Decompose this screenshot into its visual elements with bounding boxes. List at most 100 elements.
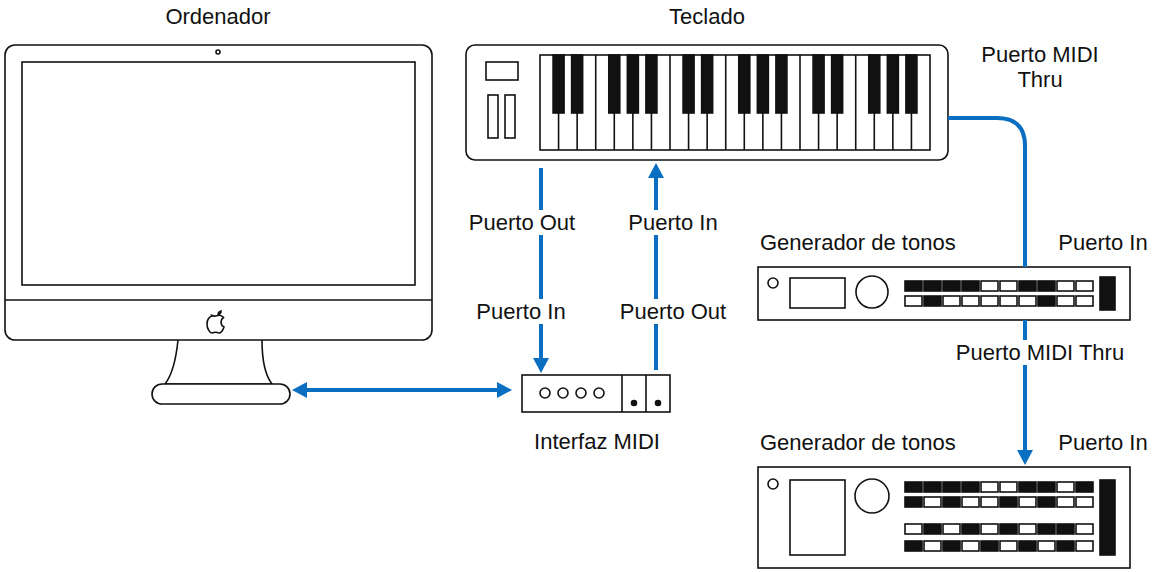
keyboard-wheel	[488, 95, 498, 138]
black-key	[869, 55, 880, 113]
monitor-body	[5, 45, 432, 340]
black-key	[832, 55, 843, 113]
port-dot	[632, 401, 637, 406]
module-button	[1057, 541, 1074, 551]
key-divider	[855, 55, 857, 150]
module-button	[1076, 541, 1093, 551]
keyboard-wheel	[505, 95, 515, 138]
module-button	[924, 281, 941, 291]
module-button	[981, 482, 998, 492]
port-label: Puerto In	[1058, 430, 1147, 455]
module-button	[1019, 541, 1036, 551]
port-dot	[656, 401, 661, 406]
module-button	[905, 296, 922, 306]
interface-led	[540, 388, 550, 398]
module-knob	[856, 276, 888, 308]
cable-line	[948, 118, 1025, 267]
black-key	[553, 55, 564, 113]
module-button	[1076, 281, 1093, 291]
interface-body	[522, 375, 670, 412]
module-button	[1038, 281, 1055, 291]
module-button	[981, 497, 998, 507]
module-button	[905, 524, 922, 534]
tone-generator: Generador de tonos	[758, 267, 1130, 320]
key-divider	[595, 55, 597, 150]
module-button	[962, 296, 979, 306]
black-key	[702, 55, 713, 113]
module-button	[943, 296, 960, 306]
module-slot	[1100, 480, 1115, 555]
black-key	[776, 55, 787, 113]
device-heading: Ordenador	[165, 4, 270, 29]
device-heading: Interfaz MIDI	[534, 429, 660, 454]
module-button	[1000, 296, 1017, 306]
module-button	[905, 281, 922, 291]
module-body	[758, 267, 1130, 320]
tone-generator: Generador de tonos	[758, 467, 1130, 568]
black-key	[739, 55, 750, 113]
module-button	[943, 281, 960, 291]
module-button	[1076, 482, 1093, 492]
white-keys	[540, 55, 930, 150]
port-label: Puerto In	[473, 299, 568, 324]
module-button	[1057, 524, 1074, 534]
computer: Ordenador	[5, 45, 432, 405]
module-button	[981, 296, 998, 306]
device-heading: Generador de tonos	[760, 430, 956, 455]
module-button	[962, 524, 979, 534]
midi-interface: Interfaz MIDI	[522, 375, 670, 412]
module-button	[981, 524, 998, 534]
module-button	[962, 482, 979, 492]
module-display	[790, 278, 845, 308]
key-divider	[725, 55, 727, 150]
module-button	[962, 541, 979, 551]
interface-led	[576, 388, 586, 398]
black-key	[757, 55, 768, 113]
module-slot	[1100, 277, 1115, 310]
logo	[207, 311, 224, 333]
module-button	[905, 541, 922, 551]
module-button	[1019, 281, 1036, 291]
module-button	[1038, 541, 1055, 551]
module-button	[924, 497, 941, 507]
port-label: Puerto Out	[466, 210, 578, 235]
midi-cable	[533, 168, 549, 373]
monitor-screen	[22, 62, 415, 285]
arrowhead	[1017, 450, 1033, 465]
black-key	[627, 55, 638, 113]
module-button	[1076, 497, 1093, 507]
module-button	[1057, 296, 1074, 306]
interface-led	[594, 388, 604, 398]
module-button	[1000, 541, 1017, 551]
module-button	[1076, 524, 1093, 534]
module-button	[1019, 524, 1036, 534]
module-button	[924, 524, 941, 534]
module-button	[1038, 524, 1055, 534]
arrowhead	[292, 382, 307, 398]
device-heading: Teclado	[669, 4, 745, 29]
key-divider	[669, 55, 671, 150]
module-body	[758, 467, 1130, 568]
port-label: Puerto MIDI Thru	[953, 340, 1127, 365]
arrowhead	[497, 382, 512, 398]
module-button	[1057, 482, 1074, 492]
module-button	[1000, 482, 1017, 492]
module-button	[962, 497, 979, 507]
module-button	[1038, 296, 1055, 306]
module-button	[924, 296, 941, 306]
module-button	[1000, 281, 1017, 291]
module-button	[943, 524, 960, 534]
midi-cable	[292, 382, 512, 398]
device-heading: Generador de tonos	[760, 230, 956, 255]
module-button	[943, 497, 960, 507]
module-button	[981, 541, 998, 551]
interface-divider	[645, 375, 647, 412]
port-label: Puerto MIDI Thru	[981, 42, 1099, 92]
module-button	[943, 541, 960, 551]
module-led	[768, 278, 778, 288]
module-button	[1019, 296, 1036, 306]
module-button	[1000, 497, 1017, 507]
keyboard: Teclado	[466, 45, 948, 160]
module-button	[981, 281, 998, 291]
